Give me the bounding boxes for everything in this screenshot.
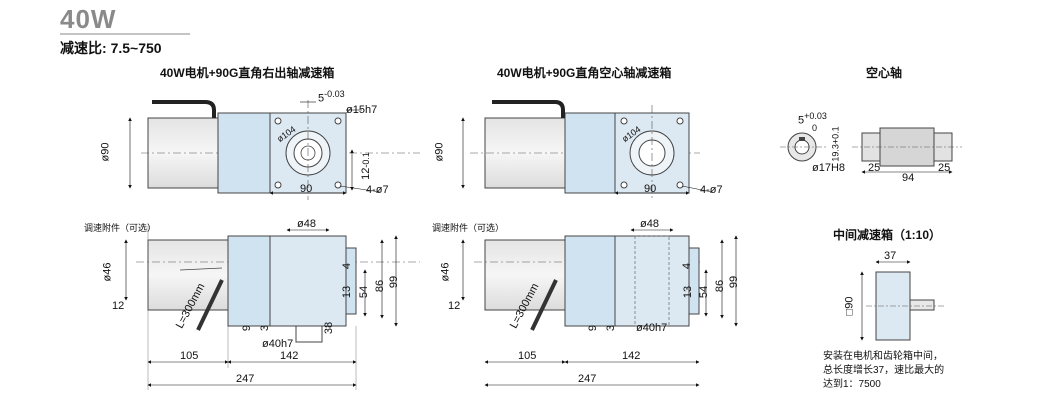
dim-offset-12: 12 [112, 300, 125, 312]
dim-shaft-key: 5-0.03 [318, 89, 345, 105]
ratio-label: 减速比: [60, 40, 107, 56]
dim-54: 54 [358, 285, 371, 299]
dim-shaft-dia: ø15h7 [346, 104, 378, 116]
model-title: 40W [60, 4, 117, 34]
dim-hs-key-tol-bot: 0 [812, 123, 818, 133]
ratio-line: 减速比: 7.5~750 [60, 38, 162, 58]
dim-mid-square: □90 [843, 296, 856, 316]
hollow-top-view [461, 100, 713, 200]
section-title-hollow: 40W电机+90G直角空心轴减速箱 [497, 66, 672, 80]
dim-hs-h: 19.3+0.1 [830, 126, 841, 162]
dim-99: 99 [388, 275, 401, 289]
dim-hs-key: 5+0.03 [798, 111, 827, 127]
dim-38: 38 [323, 321, 336, 335]
dim-86-2: 86 [714, 279, 727, 293]
dim-body-dia-2: ø90 [433, 142, 446, 162]
section-title-intermediate: 中间减速箱（1:10） [833, 228, 942, 242]
dim-key-height: 12-0.1 [359, 152, 372, 180]
dim-247: 247 [236, 373, 255, 385]
dim-9: 9 [241, 324, 254, 332]
dim-motor-dia-2: ø46 [439, 262, 452, 282]
dim-holes-2: 4-ø7 [700, 184, 723, 196]
dim-pilot2-2: ø40h7 [636, 322, 668, 334]
section-title-right-shaft: 40W电机+90G直角右出轴减速箱 [160, 66, 335, 80]
dim-105-2: 105 [518, 350, 537, 362]
dim-54-2: 54 [698, 285, 711, 299]
dim-4-2: 4 [681, 262, 694, 270]
dim-3: 3 [259, 324, 272, 332]
dim-86: 86 [374, 279, 387, 293]
dim-hs-94: 94 [902, 172, 915, 184]
intermediate-note: 安装在电机和齿轮箱中间， 总长度增长37，速比最大的 达到1：7500 [823, 350, 983, 392]
ratio-value: 7.5~750 [110, 40, 162, 56]
dim-body-dia: ø90 [99, 142, 112, 162]
dim-pilot-3: ø48 [640, 218, 659, 230]
dim-247-2: 247 [578, 373, 597, 385]
section-title-hollow-shaft: 空心轴 [866, 66, 903, 80]
right-shaft-side-view [124, 226, 420, 390]
note-line-2: 总长度增长37，速比最大的 [823, 365, 945, 376]
dim-3-2: 3 [605, 324, 618, 332]
dim-13: 13 [341, 285, 354, 299]
dim-square-2: 90 [644, 183, 657, 195]
right-shaft-top-view [128, 100, 420, 200]
intermediate-gearbox [860, 260, 944, 341]
dim-offset-12-2: 12 [448, 300, 461, 312]
dim-9-2: 9 [587, 324, 600, 332]
dim-square: 90 [300, 183, 313, 195]
dim-4: 4 [341, 262, 354, 270]
hollow-shaft-detail [780, 127, 962, 174]
dim-13-2: 13 [682, 285, 695, 299]
dim-hs-bore: ø17H8 [812, 162, 846, 174]
dim-motor-dia: ø46 [101, 262, 114, 282]
dim-holes: 4-ø7 [366, 184, 389, 196]
dim-105: 105 [180, 350, 199, 362]
dim-pilot2: ø40h7 [262, 338, 294, 350]
hollow-side-view [461, 228, 738, 387]
note-line-1: 安装在电机和齿轮箱中间， [823, 351, 943, 362]
dim-hs-25a: 25 [868, 162, 881, 174]
dim-mid-37: 37 [884, 250, 897, 262]
dim-142: 142 [280, 350, 299, 362]
accessory-label: 调速附件（可选） [84, 223, 157, 233]
dim-hs-25b: 25 [938, 162, 951, 174]
dim-pilot: ø48 [297, 218, 316, 230]
accessory-label-2: 调速附件（可选） [432, 223, 505, 233]
note-line-3: 达到1：7500 [823, 379, 881, 390]
dim-99-2: 99 [728, 275, 741, 289]
dim-142-2: 142 [622, 350, 641, 362]
